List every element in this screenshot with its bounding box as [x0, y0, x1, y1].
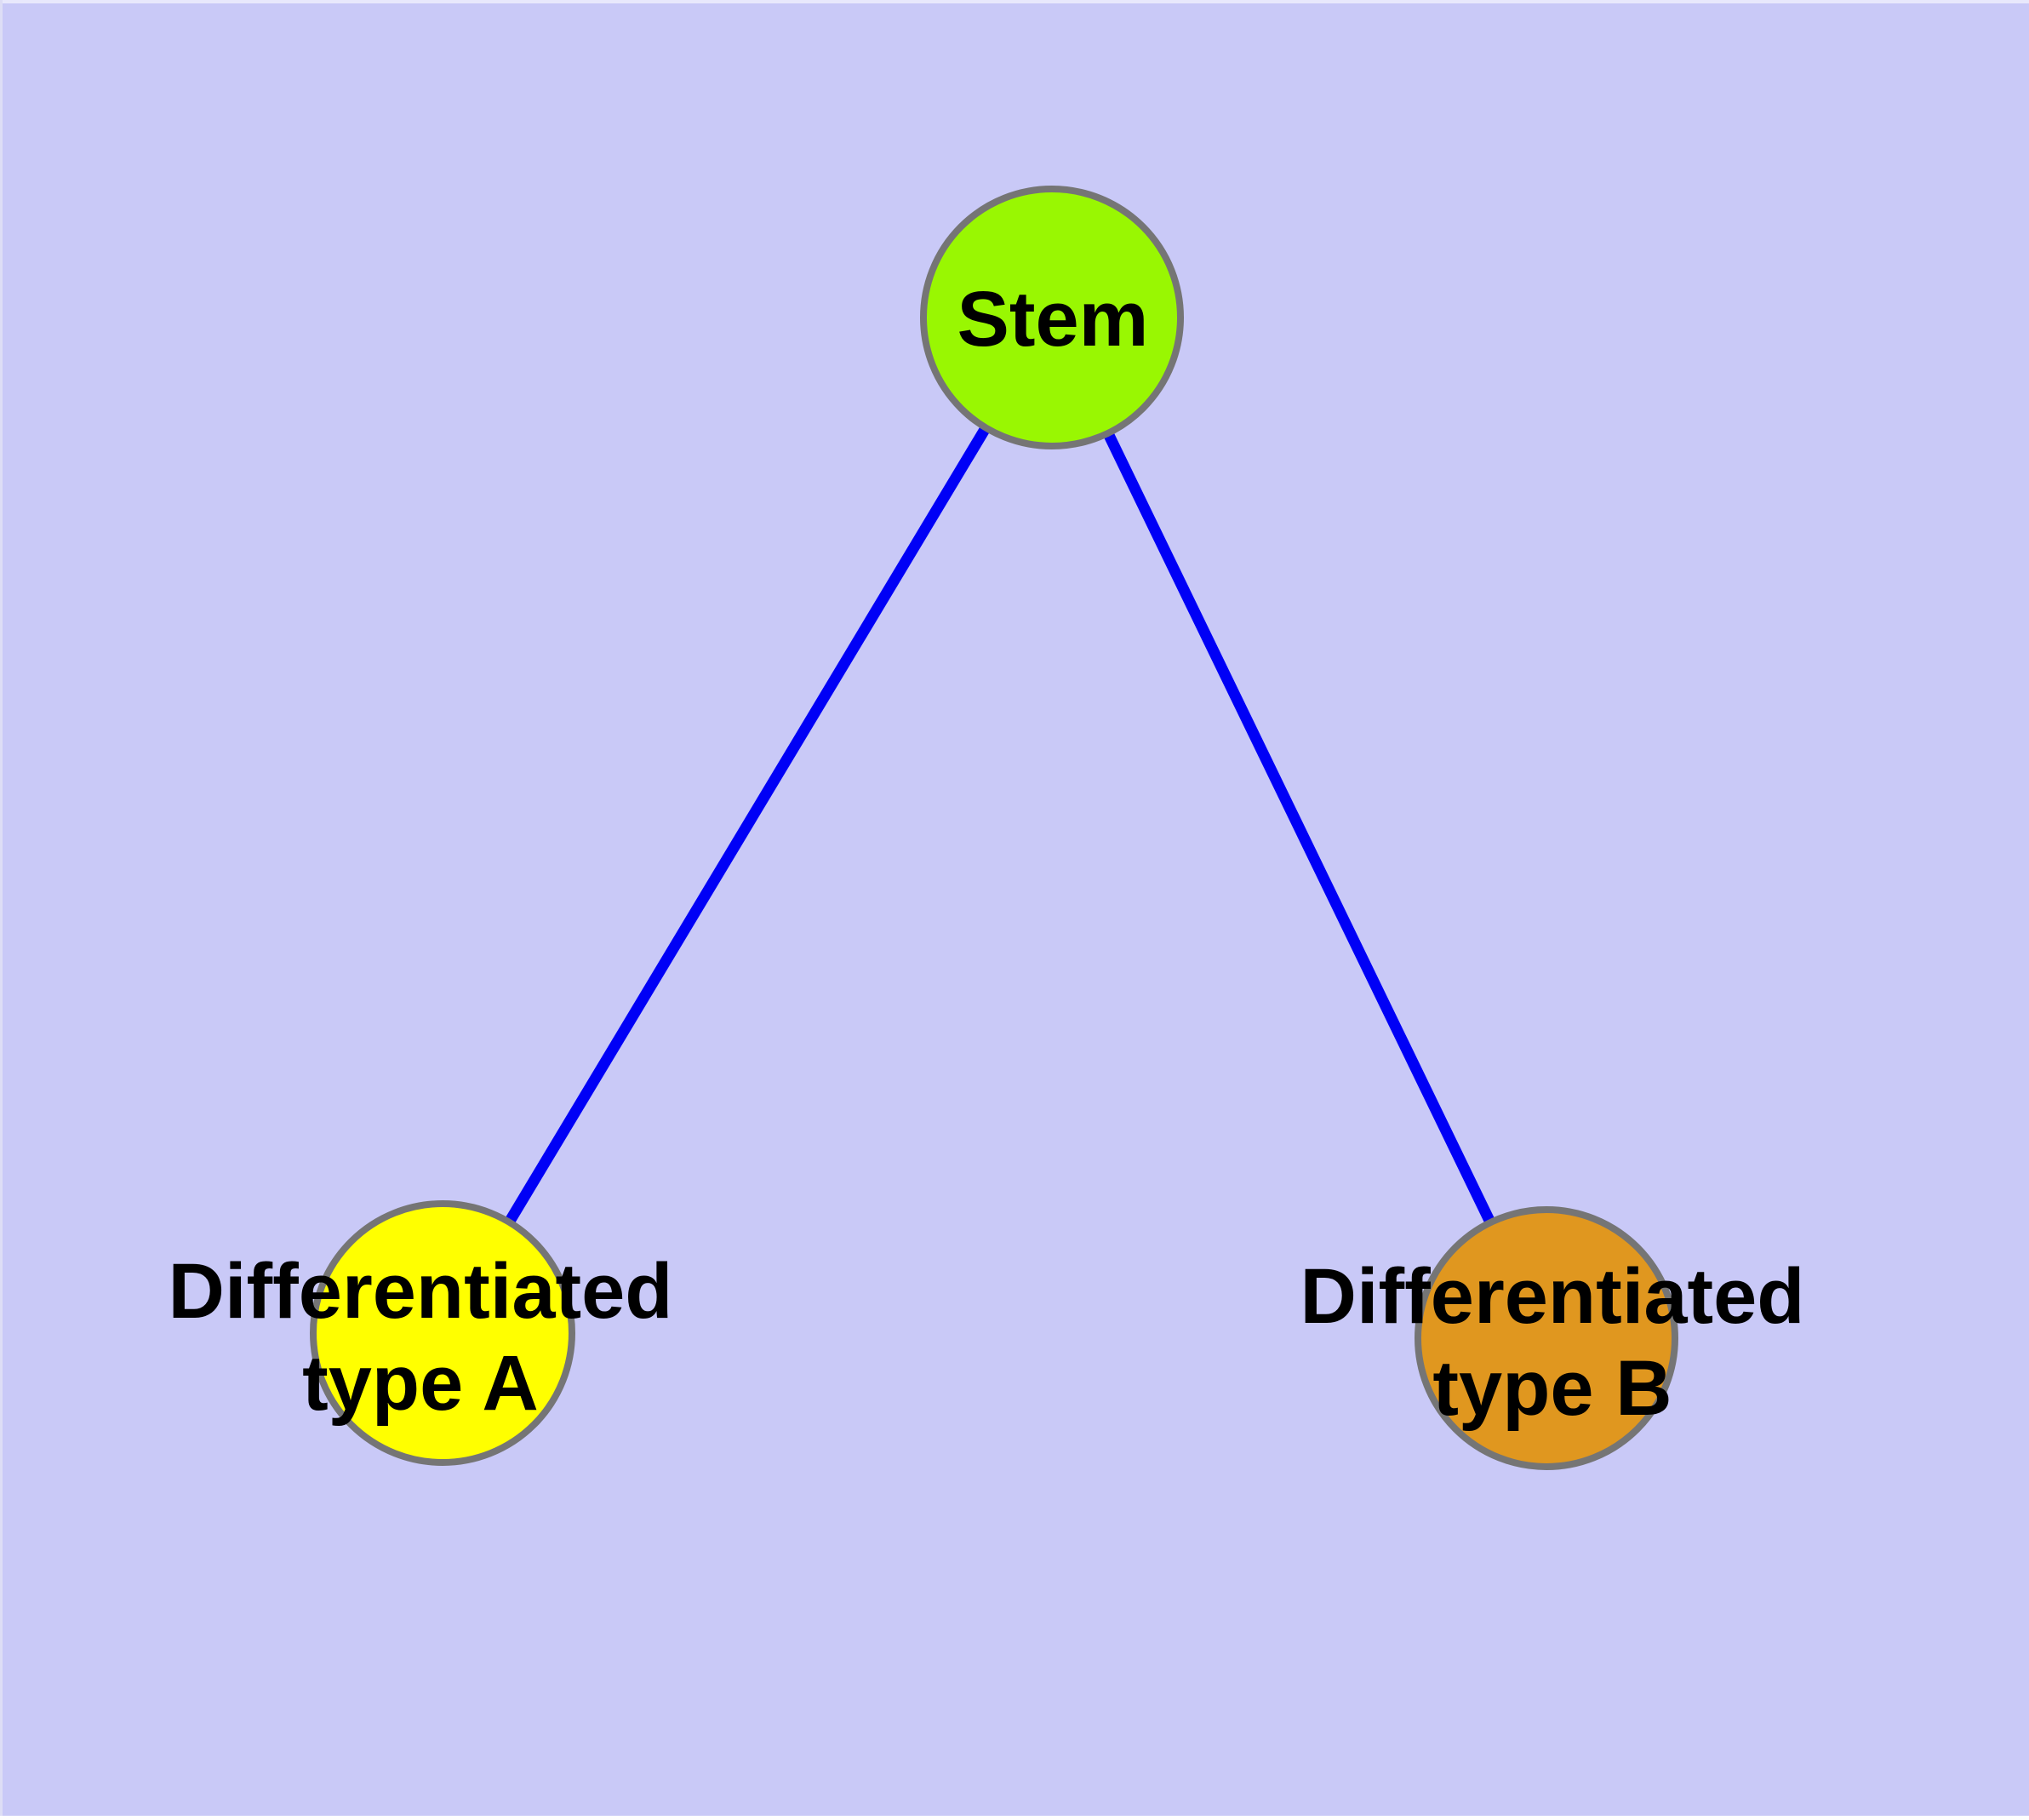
bottom-edge-highlight [0, 1816, 2029, 1820]
left-edge-highlight [0, 0, 3, 1820]
node-typeB-label-line1: Differentiated [1300, 1253, 1805, 1340]
node-stem-label: Stem [957, 276, 1149, 363]
node-differentiated-type-a[interactable]: Differentiated type A [169, 1200, 673, 1466]
node-stem-circle[interactable] [920, 186, 1184, 449]
top-edge-highlight [0, 0, 2029, 3]
edge-layer [437, 314, 1552, 1341]
node-differentiated-type-b[interactable]: Differentiated type B [1300, 1206, 1805, 1470]
edge-stem-to-typeB [1047, 315, 1552, 1341]
node-typeB-circle[interactable] [1415, 1206, 1678, 1470]
node-typeA-label-line1: Differentiated [169, 1248, 673, 1335]
edge-stem-to-typeA [437, 314, 1057, 1336]
node-typeB-label-line2: type B [1432, 1345, 1672, 1432]
node-typeA-circle[interactable] [310, 1200, 575, 1466]
node-typeA-label-line2: type A [302, 1340, 539, 1427]
node-stem[interactable]: Stem [920, 186, 1184, 449]
